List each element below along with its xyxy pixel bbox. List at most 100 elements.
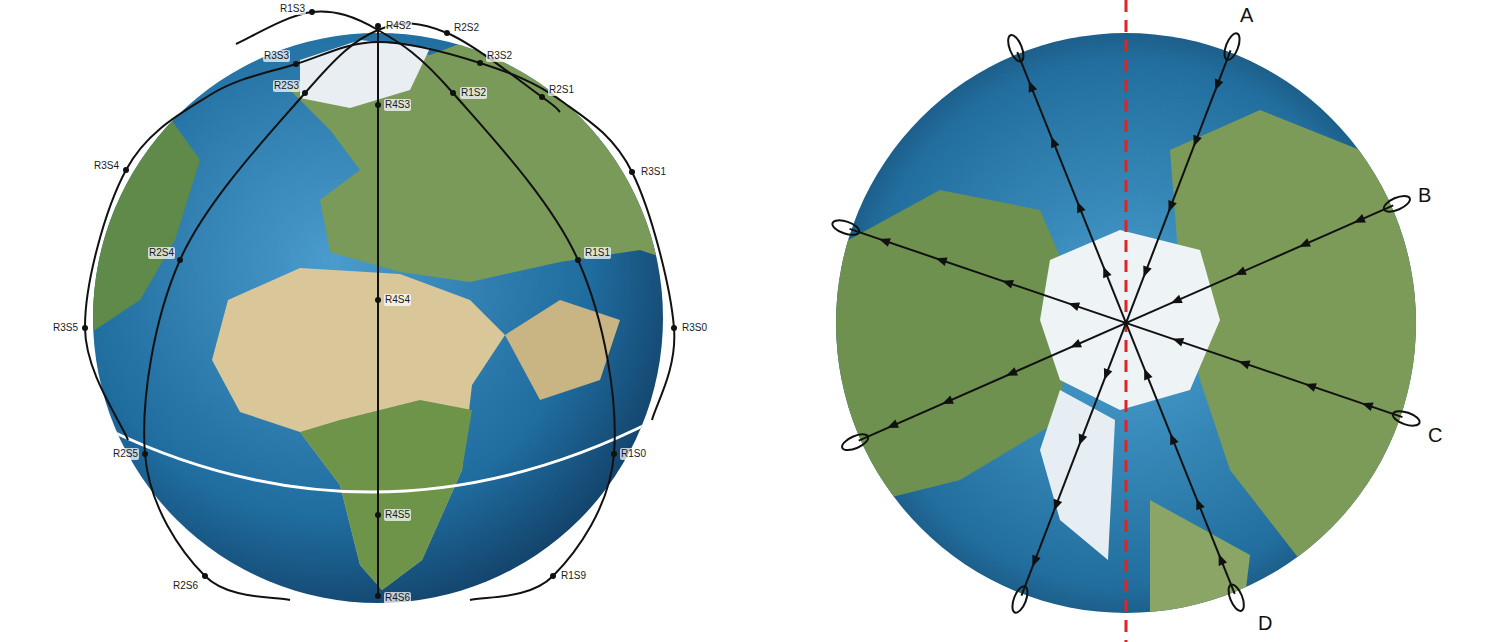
orbit-end-loop xyxy=(1221,31,1242,61)
satellite-dot xyxy=(177,257,183,263)
land xyxy=(830,190,1070,500)
motion-arrowhead xyxy=(1104,368,1112,380)
motion-arrowhead xyxy=(1068,303,1080,312)
satellite-label: R4S3 xyxy=(384,99,411,111)
land xyxy=(505,300,620,400)
motion-arrowhead xyxy=(1103,266,1111,278)
ice xyxy=(1040,230,1220,410)
orbit-plane-group xyxy=(831,31,1422,614)
satellite-dot xyxy=(123,167,129,173)
orbit-end-loop xyxy=(1225,583,1247,613)
satellite-label: R4S6 xyxy=(384,592,411,604)
orbit-group xyxy=(85,12,674,600)
orbit-end-loop xyxy=(831,217,861,237)
land xyxy=(212,268,505,590)
satellite-label: R2S1 xyxy=(548,84,575,96)
satellite-dot xyxy=(444,30,450,36)
land xyxy=(290,40,700,282)
satellite-dot xyxy=(477,60,483,66)
satellite-dot xyxy=(539,94,545,100)
satellite-label: R1S3 xyxy=(279,3,306,15)
motion-arrowhead xyxy=(936,258,948,267)
satellite-label: R3S2 xyxy=(486,50,513,62)
motion-arrowhead xyxy=(1219,554,1227,566)
motion-arrowhead xyxy=(1171,295,1183,304)
motion-arrowhead xyxy=(1002,280,1014,289)
motion-arrowhead xyxy=(1168,200,1176,212)
land xyxy=(300,400,472,590)
satellite-label: R2S3 xyxy=(273,80,300,92)
satellite-dot-group xyxy=(82,9,677,599)
satellite-dot xyxy=(142,451,148,457)
motion-arrowhead xyxy=(1193,135,1201,147)
satellite-dot xyxy=(611,451,617,457)
motion-arrowhead xyxy=(1079,433,1087,445)
orbit-end-loop xyxy=(1009,584,1030,614)
satellite-label: R1S0 xyxy=(620,448,647,460)
satellite-label: R3S4 xyxy=(93,160,120,172)
satellite-label: R2S5 xyxy=(112,448,139,460)
orbit-plane-letter: A xyxy=(1240,4,1253,26)
motion-arrowhead xyxy=(1239,361,1251,370)
satellite-label: R4S5 xyxy=(384,509,411,521)
motion-arrowhead xyxy=(879,238,891,247)
satellite-dot xyxy=(82,325,88,331)
satellite-label: R2S4 xyxy=(148,247,175,259)
land xyxy=(60,90,200,330)
orbit-end-loop xyxy=(1005,33,1027,63)
orbit-end-loop xyxy=(1391,408,1421,428)
satellite-dot xyxy=(302,90,308,96)
satellite-dot xyxy=(575,257,581,263)
motion-arrowhead xyxy=(1077,201,1085,213)
land-masses xyxy=(830,110,1430,640)
satellite-dot xyxy=(375,102,381,108)
motion-arrowhead xyxy=(887,420,899,429)
motion-arrowhead xyxy=(1170,433,1178,445)
satellite-label: R4S2 xyxy=(385,20,412,32)
orbit-end-loop xyxy=(840,431,870,453)
satellite-label: R3S0 xyxy=(681,322,708,334)
orbit-path xyxy=(377,26,379,596)
orbit-path xyxy=(236,12,615,600)
motion-arrowhead xyxy=(1032,555,1040,567)
satellite-label: R2S6 xyxy=(172,580,199,592)
satellite-dot xyxy=(375,297,381,303)
satellite-label: R4S4 xyxy=(384,294,411,306)
equator-line xyxy=(105,420,655,492)
orbit-path xyxy=(144,23,560,600)
orbital-plane-line xyxy=(1017,52,1234,594)
satellite-dot xyxy=(202,573,208,579)
satellite-dot xyxy=(450,90,456,96)
ice xyxy=(1040,390,1115,560)
orbit-plane-letter: D xyxy=(1258,612,1272,634)
motion-arrowhead xyxy=(1070,339,1082,348)
satellite-dot xyxy=(629,169,635,175)
motion-arrowhead xyxy=(1051,137,1059,149)
satellite-dot xyxy=(375,512,381,518)
satellite-dot xyxy=(375,593,381,599)
satellite-label: R3S1 xyxy=(640,166,667,178)
motion-arrowhead xyxy=(1362,403,1374,412)
land xyxy=(1150,500,1250,640)
motion-arrowhead xyxy=(1054,499,1063,511)
motion-arrowhead xyxy=(1006,367,1018,376)
motion-arrowhead xyxy=(1029,81,1037,93)
satellite-label: R1S9 xyxy=(560,570,587,582)
motion-arrowhead xyxy=(1196,498,1204,510)
satellite-dot xyxy=(309,9,315,15)
orbit-end-loop xyxy=(1382,193,1412,215)
motion-arrowhead xyxy=(1172,338,1184,347)
satellite-label: R2S2 xyxy=(453,22,480,34)
motion-arrowhead xyxy=(1144,369,1152,381)
orbit-plane-letter: C xyxy=(1428,424,1442,446)
land-masses xyxy=(60,40,700,590)
orbit-path xyxy=(85,42,674,440)
satellite-dot xyxy=(375,23,381,29)
motion-arrowhead xyxy=(1215,79,1223,91)
satellite-label: R1S2 xyxy=(460,87,487,99)
motion-arrowhead xyxy=(1354,214,1366,223)
motion-arrowhead xyxy=(1143,265,1151,277)
orbit-plane-letter: B xyxy=(1418,184,1431,206)
